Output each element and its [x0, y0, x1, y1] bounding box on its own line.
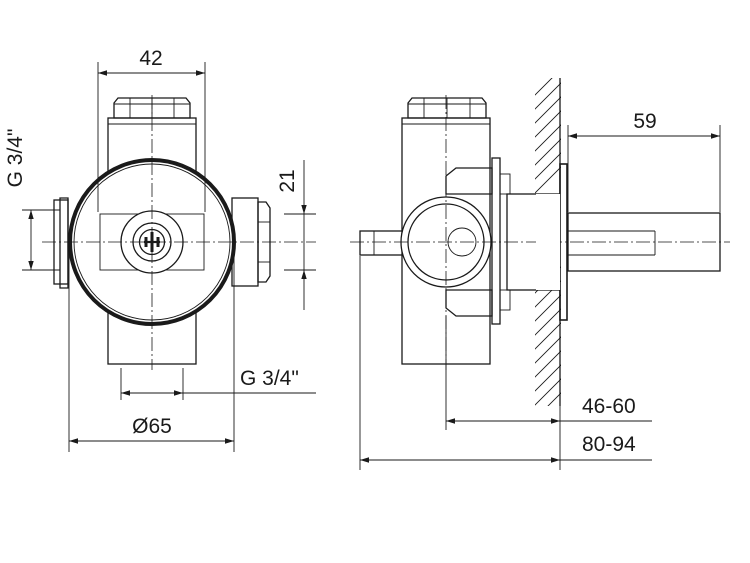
- side-top-nut: [407, 97, 487, 119]
- dim-thread-left-label: G 3/4": [4, 129, 27, 188]
- dim-thread-bottom-label: G 3/4": [240, 367, 299, 390]
- dim-offset-label: 21: [276, 169, 299, 192]
- side-left-stub: [359, 230, 405, 256]
- dim-depth-min: 46-60: [445, 316, 652, 430]
- dim-depth-total: 80-94: [359, 256, 652, 470]
- wall: [535, 78, 561, 406]
- dim-thread-left: G 3/4": [4, 129, 60, 271]
- dim-width-42: 42: [97, 47, 206, 212]
- dim-depth-total-label: 80-94: [582, 433, 636, 456]
- dim-offset-21: 21: [276, 160, 316, 310]
- left-outlet: [53, 197, 69, 289]
- dim-spindle-59: 59: [567, 110, 721, 212]
- dim-diameter: Ø65: [68, 244, 235, 452]
- side-view: [350, 95, 730, 370]
- dim-depth-min-label: 46-60: [582, 395, 636, 418]
- dim-diameter-label: Ø65: [132, 415, 172, 438]
- front-view: [42, 95, 316, 370]
- dim-spindle-label: 59: [633, 110, 656, 133]
- dim-thread-bottom: G 3/4": [120, 367, 316, 400]
- dim-width-label: 42: [139, 47, 162, 70]
